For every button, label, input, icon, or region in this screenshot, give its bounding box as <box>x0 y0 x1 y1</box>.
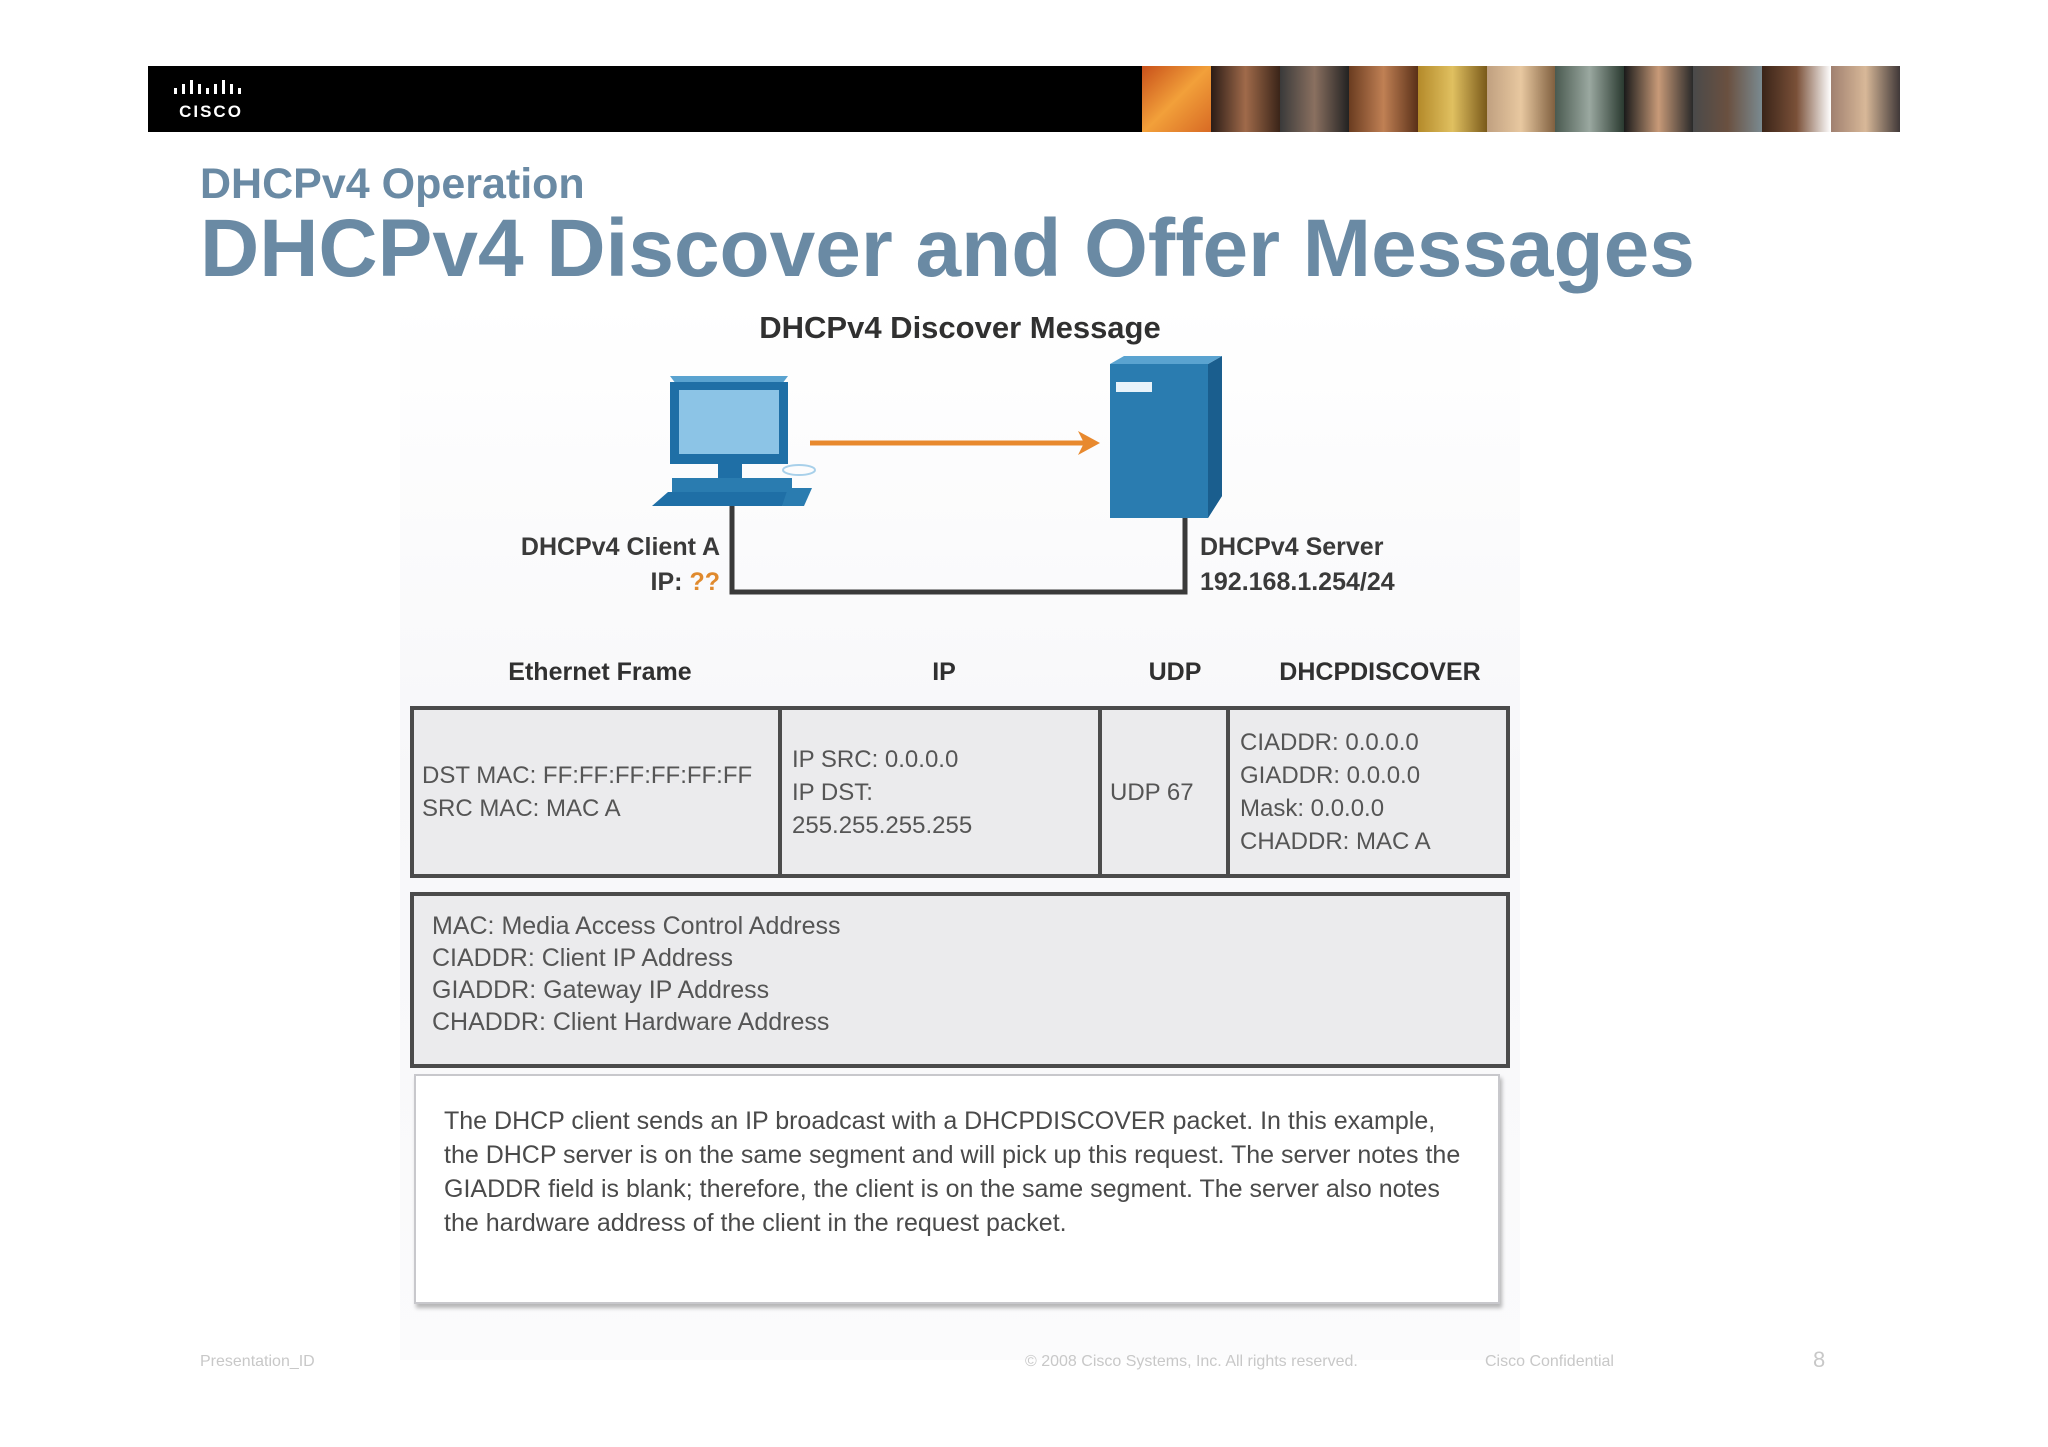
client-ip-label: IP: <box>650 568 683 596</box>
description-text: The DHCP client sends an IP broadcast wi… <box>444 1107 1461 1237</box>
server-icon <box>1110 356 1222 518</box>
photo-strip <box>1142 66 1900 132</box>
legend-item: MAC: Media Access Control Address <box>432 912 841 940</box>
frame-divider <box>1098 710 1102 874</box>
packet-frame-table: DST MAC: FF:FF:FF:FF:FF:FF SRC MAC: MAC … <box>410 706 1510 878</box>
network-topology <box>652 356 1222 595</box>
ethernet-cell: DST MAC: FF:FF:FF:FF:FF:FF SRC MAC: MAC … <box>422 710 778 874</box>
diagram-title: DHCPv4 Discover Message <box>759 310 1161 345</box>
confidential-label: Cisco Confidential <box>1485 1353 1614 1370</box>
ip-dst-label: IP DST: <box>792 778 873 806</box>
dhcp-cell: CIADDR: 0.0.0.0 GIADDR: 0.0.0.0 Mask: 0.… <box>1240 710 1502 874</box>
ip-src: IP SRC: 0.0.0.0 <box>792 745 959 773</box>
photo-tile <box>1210 66 1280 132</box>
ethernet-dst-mac: DST MAC: FF:FF:FF:FF:FF:FF <box>422 762 753 789</box>
network-link <box>729 500 1188 595</box>
photo-tile <box>1555 66 1625 132</box>
server-name: DHCPv4 Server <box>1200 533 1384 561</box>
photo-tile <box>1831 66 1900 132</box>
header-ethernet: Ethernet Frame <box>508 658 692 686</box>
photo-tile <box>1279 66 1349 132</box>
frame-divider <box>1226 710 1230 874</box>
server-label: DHCPv4 Server 192.168.1.254/24 <box>1200 530 1500 600</box>
ip-cell: IP SRC: 0.0.0.0 IP DST: 255.255.255.255 <box>792 710 1094 874</box>
frame-divider <box>778 710 782 874</box>
photo-tile <box>1348 66 1418 132</box>
dhcp-ciaddr: CIADDR: 0.0.0.0 <box>1240 729 1419 756</box>
legend-item: GIADDR: Gateway IP Address <box>432 976 770 1004</box>
section-title: DHCPv4 Operation <box>200 160 585 208</box>
logo-text: CISCO <box>179 102 243 121</box>
page-number: 8 <box>1813 1347 1826 1372</box>
udp-cell: UDP 67 <box>1110 710 1222 874</box>
legend-item: CHADDR: Client Hardware Address <box>432 1008 830 1036</box>
client-ip-row: IP: ?? <box>450 565 720 600</box>
photo-tile <box>1486 66 1556 132</box>
copyright-notice: © 2008 Cisco Systems, Inc. All rights re… <box>1025 1353 1358 1370</box>
photo-tile <box>1693 66 1763 132</box>
udp-port: UDP 67 <box>1110 778 1194 806</box>
ethernet-src-mac: SRC MAC: MAC A <box>422 795 621 822</box>
abbreviation-legend: MAC: Media Access Control Address CIADDR… <box>410 892 1510 1068</box>
broadcast-arrow-icon <box>810 431 1100 455</box>
server-address: 192.168.1.254/24 <box>1200 568 1395 596</box>
client-name: DHCPv4 Client A <box>520 533 720 561</box>
photo-tile <box>1417 66 1487 132</box>
dhcp-mask: Mask: 0.0.0.0 <box>1240 795 1385 822</box>
dhcp-giaddr: GIADDR: 0.0.0.0 <box>1240 762 1421 789</box>
dhcp-chaddr: CHADDR: MAC A <box>1240 828 1431 855</box>
cisco-bars-icon <box>174 80 241 94</box>
header-udp: UDP <box>1148 658 1202 686</box>
header-banner: CISCO <box>148 66 1900 132</box>
header-dhcpdiscover: DHCPDISCOVER <box>1279 658 1481 686</box>
photo-tile <box>1142 66 1211 132</box>
presentation-id: Presentation_ID <box>200 1353 315 1370</box>
cisco-logo: CISCO <box>172 78 252 122</box>
dhcp-discover-diagram: DHCPv4 Discover Message DHCPv4 C <box>400 300 1520 1360</box>
photo-tile <box>1624 66 1694 132</box>
client-label: DHCPv4 Client A IP: ?? <box>450 530 720 600</box>
header-ip: IP <box>932 658 956 686</box>
client-computer-icon <box>652 376 816 506</box>
page-title: DHCPv4 Discover and Offer Messages <box>200 203 1695 294</box>
legend-item: CIADDR: Client IP Address <box>432 944 734 972</box>
description-box: The DHCP client sends an IP broadcast wi… <box>414 1074 1500 1304</box>
client-ip-value: ?? <box>689 568 720 596</box>
ip-dst-value: 255.255.255.255 <box>792 811 973 839</box>
photo-tile <box>1762 66 1832 132</box>
